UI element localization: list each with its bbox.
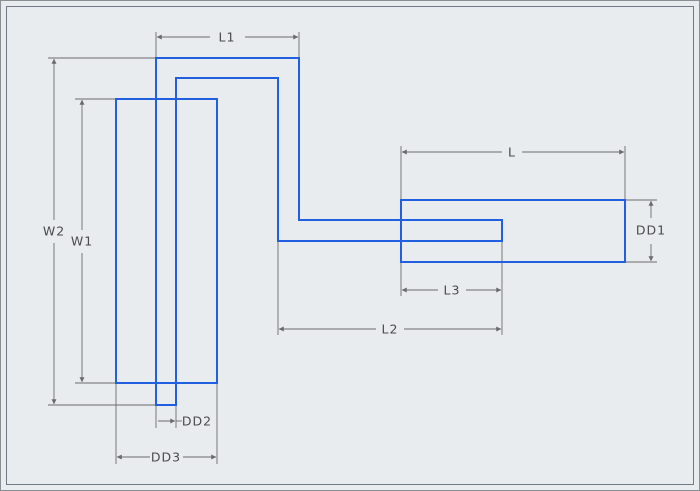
dimension-label-w1[interactable]: W1 bbox=[71, 234, 93, 249]
right-patch[interactable] bbox=[400, 199, 626, 263]
dimension-label-dd1[interactable]: DD1 bbox=[636, 223, 666, 238]
dimension-label-l3[interactable]: L3 bbox=[444, 283, 461, 298]
dimension-label-w2[interactable]: W2 bbox=[43, 224, 65, 239]
dimension-lines bbox=[48, 32, 657, 464]
dimension-labels: L1 W2 W1 L DD1 L3 L2 DD2 DD3 bbox=[43, 30, 666, 465]
feed-line-outer[interactable] bbox=[155, 57, 503, 406]
dimension-label-l2[interactable]: L2 bbox=[382, 322, 399, 337]
dimension-label-l[interactable]: L bbox=[508, 145, 516, 160]
dimension-label-dd2[interactable]: DD2 bbox=[182, 414, 212, 429]
dimension-label-dd3[interactable]: DD3 bbox=[151, 450, 181, 465]
left-patch[interactable] bbox=[115, 98, 218, 384]
drawing-frame bbox=[6, 6, 694, 485]
geometry bbox=[115, 57, 626, 406]
dimension-label-l1[interactable]: L1 bbox=[219, 30, 236, 45]
